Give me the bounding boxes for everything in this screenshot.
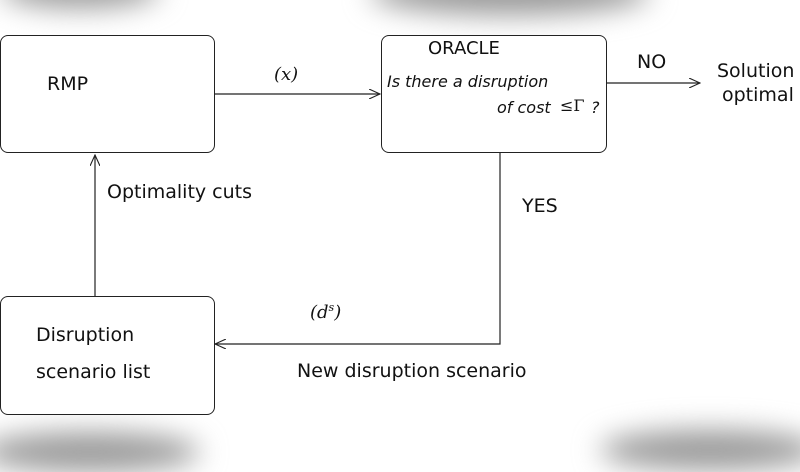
oracle-question-line1: Is there a disruption xyxy=(387,72,549,91)
oracle-title: ORACLE xyxy=(428,38,500,59)
scenario-list-line2: scenario list xyxy=(36,361,151,383)
rmp-box xyxy=(0,35,215,153)
corner-shadow-top-right xyxy=(370,0,650,15)
scenario-list-box xyxy=(0,296,215,415)
label-d-s: (ds) xyxy=(310,301,342,323)
label-optimality-cuts: Optimality cuts xyxy=(107,181,253,203)
label-yes: YES xyxy=(522,195,558,217)
solution-line1: Solution xyxy=(717,60,795,82)
label-new-disruption-scenario: New disruption scenario xyxy=(297,360,527,382)
arrow-oracle-to-scenario-list xyxy=(215,153,501,344)
rmp-label: RMP xyxy=(47,73,89,95)
solution-line2: optimal xyxy=(722,84,794,106)
corner-shadow-top xyxy=(0,0,160,8)
oracle-cost-bound: ≤Γ xyxy=(560,96,585,115)
oracle-question-line2-prefix: of cost xyxy=(497,98,551,117)
oracle-question-mark: ? xyxy=(591,98,600,117)
oracle-box xyxy=(381,35,607,153)
label-no: NO xyxy=(637,51,667,73)
label-x-variable: (x) xyxy=(274,64,299,85)
flow-arrows xyxy=(0,0,800,450)
scenario-list-line1: Disruption xyxy=(36,324,135,346)
